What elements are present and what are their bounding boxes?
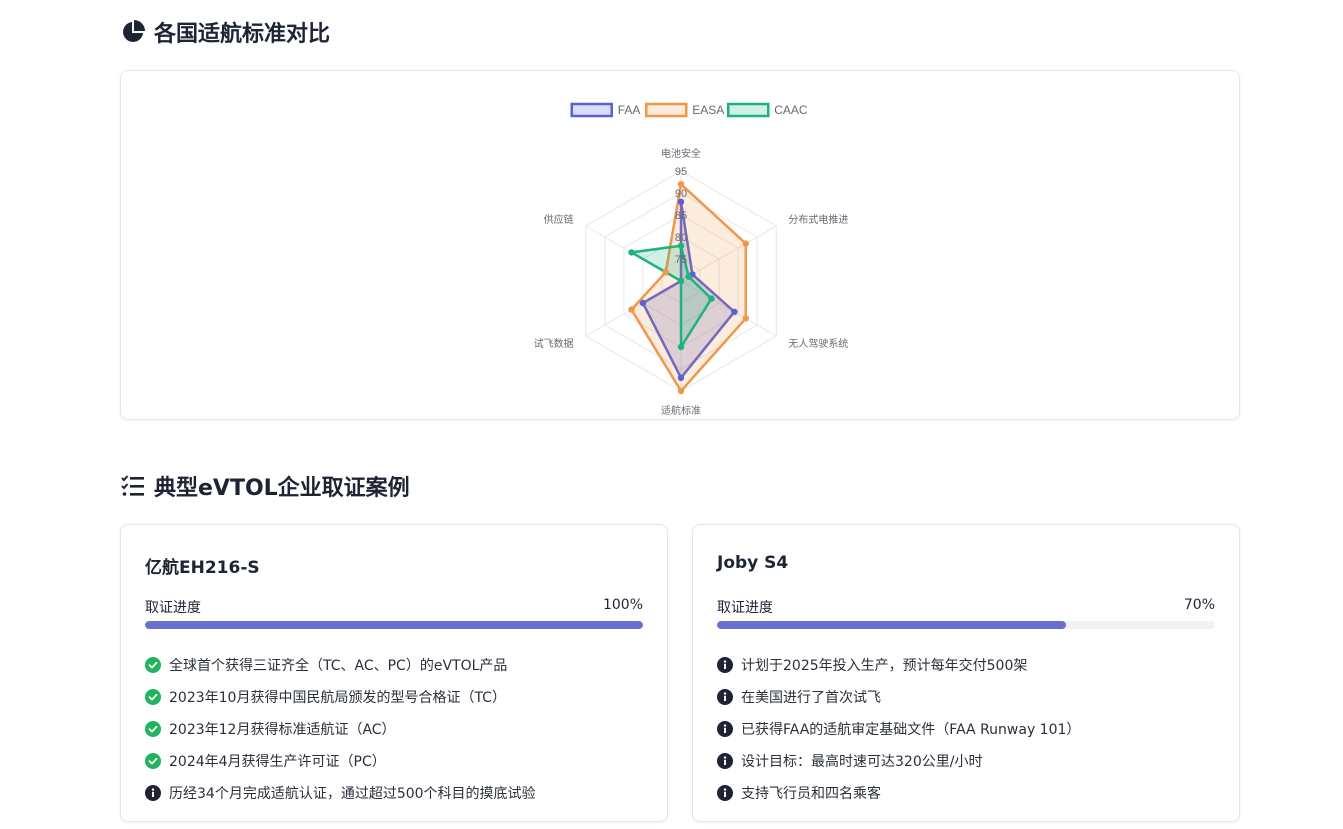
milestone-item: 全球首个获得三证齐全（TC、AC、PC）的eVTOL产品 (145, 649, 655, 681)
radar-point (639, 299, 647, 307)
radar-point (677, 343, 685, 351)
legend-item-faa[interactable]: FAA (570, 102, 641, 118)
case-name: 亿航EH216-S (145, 558, 260, 578)
legend-item-caac[interactable]: CAAC (727, 102, 808, 118)
progress-value: 70% (1183, 597, 1215, 613)
radar-tick-label: 80 (675, 232, 687, 244)
info-circle-icon (717, 753, 733, 769)
info-circle-icon (717, 721, 733, 737)
radar-point (628, 306, 635, 313)
pie-chart-icon (123, 20, 145, 42)
milestone-text: 全球首个获得三证齐全（TC、AC、PC）的eVTOL产品 (169, 658, 508, 674)
radar-point (677, 277, 685, 285)
radar-point (677, 181, 685, 188)
radar-point (708, 295, 715, 302)
check-circle-icon (145, 721, 161, 737)
progress-value: 100% (602, 597, 643, 613)
progress-bar-fill (145, 621, 643, 629)
progress-row: 取证进度 70% (717, 597, 1215, 617)
legend-label: EASA (692, 103, 724, 117)
legend-label: CAAC (774, 103, 808, 117)
list-check-icon (121, 475, 144, 496)
milestone-text: 历经34个月完成适航认证，通过超过500个科目的摸底试验 (169, 786, 536, 802)
radar-point (677, 387, 685, 395)
milestone-text: 2023年12月获得标准适航证（AC） (169, 722, 396, 738)
milestone-list: 计划于2025年投入生产，预计每年交付500架在美国进行了首次试飞已获得FAA的… (717, 649, 1227, 809)
progress-bar (145, 621, 643, 629)
legend-label: FAA (618, 103, 641, 117)
milestone-text: 计划于2025年投入生产，预计每年交付500架 (741, 658, 1028, 674)
info-circle-icon (717, 785, 733, 801)
milestone-text: 在美国进行了首次试飞 (741, 690, 881, 706)
case-card-ehang: 亿航EH216-S 取证进度 100% 全球首个获得三证齐全（TC、AC、PC）… (120, 524, 668, 822)
radar-point (731, 308, 738, 315)
milestone-item: 已获得FAA的适航审定基础文件（FAA Runway 101） (717, 713, 1227, 745)
milestone-text: 支持飞行员和四名乘客 (741, 786, 881, 802)
radar-spoke (680, 225, 777, 282)
radar-chart-card: 75 80 85 90 95 电池安全分布式电推进无人驾驶系统适航标准 试飞数据 供应链 FAA… (120, 70, 1240, 420)
milestone-item: 2024年4月获得生产许可证（PC） (145, 745, 655, 777)
radar-point (677, 242, 685, 249)
radar-tick-label: 75 (675, 254, 687, 266)
legend-item-easa[interactable]: EASA (645, 102, 724, 118)
chart-section-title: 各国适航标准对比 (120, 16, 330, 48)
radar-point (685, 273, 692, 280)
legend-swatch (570, 102, 613, 118)
radar-spoke (680, 280, 777, 337)
milestone-item: 2023年12月获得标准适航证（AC） (145, 713, 655, 745)
radar-tick-label: 85 (675, 210, 687, 222)
milestone-text: 已获得FAA的适航审定基础文件（FAA Runway 101） (741, 722, 1081, 738)
case-card-joby: Joby S4 取证进度 70% 计划于2025年投入生产，预计每年交付500架… (692, 524, 1240, 822)
cases-section-title-text: 典型eVTOL企业取证案例 (154, 476, 410, 501)
check-circle-icon (145, 657, 161, 673)
radar-point (742, 315, 749, 322)
check-circle-icon (145, 753, 161, 769)
radar-point (628, 249, 635, 256)
milestone-item: 2023年10月获得中国民航局颁发的型号合格证（TC） (145, 681, 655, 713)
radar-point (677, 374, 685, 381)
milestone-item: 在美国进行了首次试飞 (717, 681, 1227, 713)
radar-axis-label: 供应链 (544, 213, 574, 226)
milestone-text: 设计目标：最高时速可达320公里/小时 (741, 754, 983, 770)
radar-axis-label: 无人驾驶系统 (788, 337, 848, 350)
case-name: Joby S4 (717, 553, 789, 573)
progress-label: 取证进度 (145, 600, 201, 616)
radar-point (742, 240, 749, 247)
chart-section-title-text: 各国适航标准对比 (154, 22, 331, 47)
milestone-item: 支持飞行员和四名乘客 (717, 777, 1227, 809)
progress-row: 取证进度 100% (145, 597, 643, 617)
milestone-list: 全球首个获得三证齐全（TC、AC、PC）的eVTOL产品 2023年10月获得中国… (145, 649, 655, 809)
info-circle-icon (717, 689, 733, 705)
milestone-text: 2024年4月获得生产许可证（PC） (169, 754, 386, 770)
progress-bar-fill (717, 621, 1066, 629)
radar-axis-label: 分布式电推进 (788, 213, 848, 226)
milestone-item: 历经34个月完成适航认证，通过超过500个科目的摸底试验 (145, 777, 655, 809)
radar-point (677, 198, 685, 205)
radar-axis-label: 试飞数据 (534, 337, 574, 350)
legend-swatch (645, 102, 688, 118)
progress-label: 取证进度 (717, 600, 773, 616)
progress-bar (717, 621, 1215, 629)
milestone-item: 设计目标：最高时速可达320公里/小时 (717, 745, 1227, 777)
radar-tick-label: 90 (675, 188, 687, 200)
info-circle-icon (717, 657, 733, 673)
check-circle-icon (145, 689, 161, 705)
radar-point (662, 269, 669, 276)
legend-swatch (727, 102, 770, 118)
radar-tick-label: 95 (675, 166, 687, 178)
milestone-text: 2023年10月获得中国民航局颁发的型号合格证（TC） (169, 690, 506, 706)
chart-legend: FAA EASA CAAC (570, 102, 808, 118)
milestone-item: 计划于2025年投入生产，预计每年交付500架 (717, 649, 1227, 681)
radar-axis-label: 适航标准 (661, 404, 701, 417)
radar-axis-label: 电池安全 (661, 147, 701, 160)
info-circle-icon (145, 785, 161, 801)
cases-section-title: 典型eVTOL企业取证案例 (120, 470, 410, 502)
